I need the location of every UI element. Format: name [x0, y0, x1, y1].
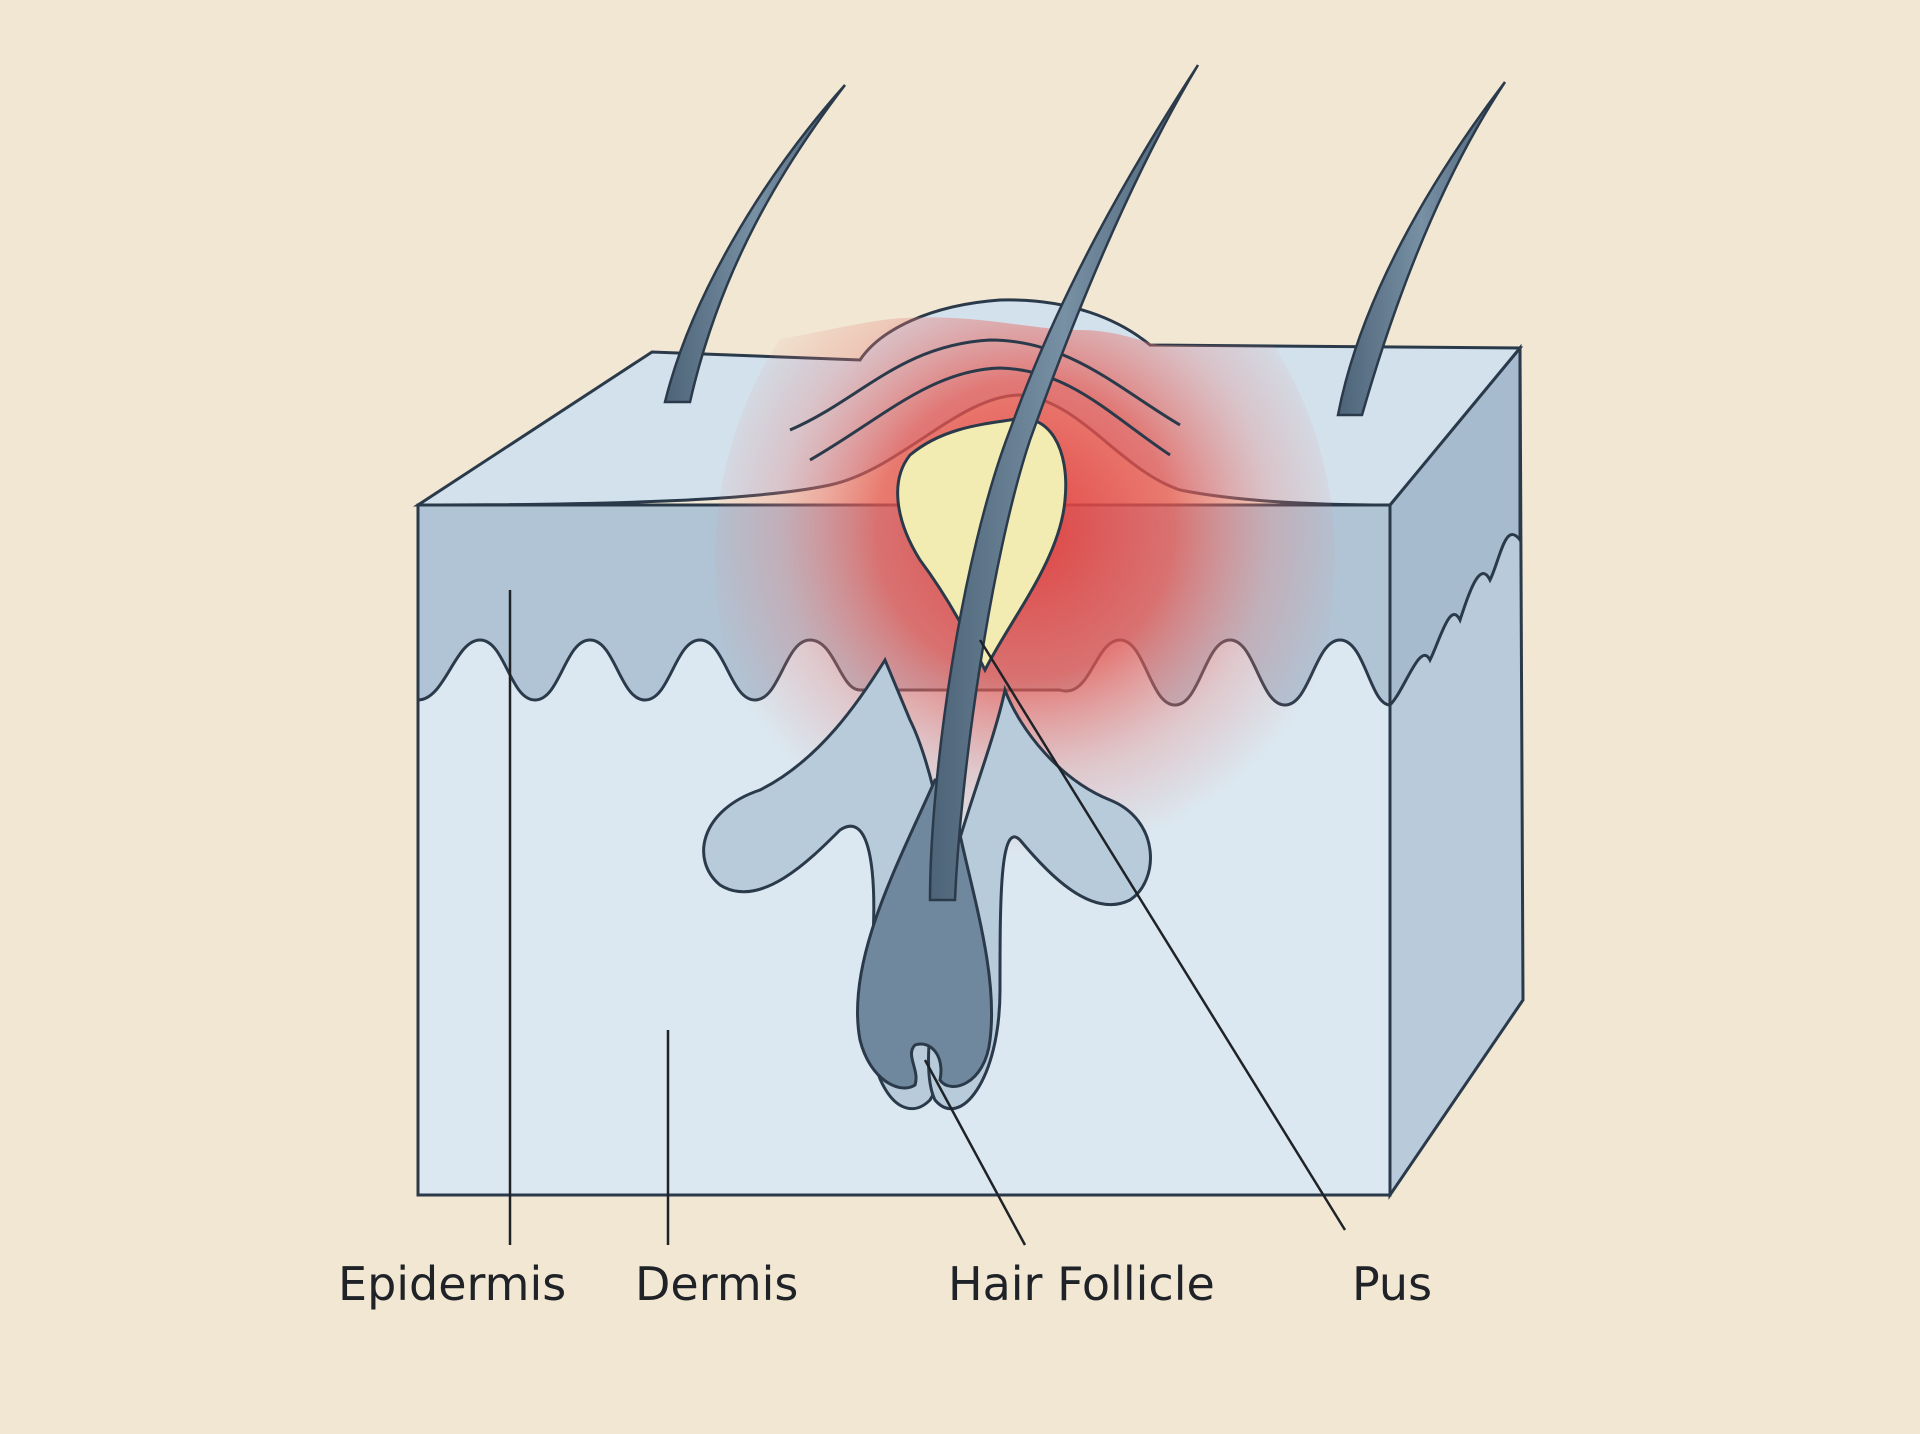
label-dermis: Dermis: [635, 1257, 798, 1311]
leader-lines: [508, 590, 1347, 1246]
label-hair-follicle: Hair Follicle: [948, 1257, 1215, 1311]
hair-follicle-leader-line: [923, 1059, 1027, 1246]
label-pus: Pus: [1352, 1257, 1432, 1311]
label-epidermis: Epidermis: [338, 1257, 566, 1311]
epidermis-side-layer: [1388, 343, 1522, 709]
pus-leader-line: [978, 639, 1347, 1231]
bump-contour-lines: [789, 338, 1181, 462]
hair-strand-center: [928, 64, 1200, 902]
hair-strand-right: [1336, 81, 1507, 417]
hair-strand-left: [663, 84, 846, 404]
